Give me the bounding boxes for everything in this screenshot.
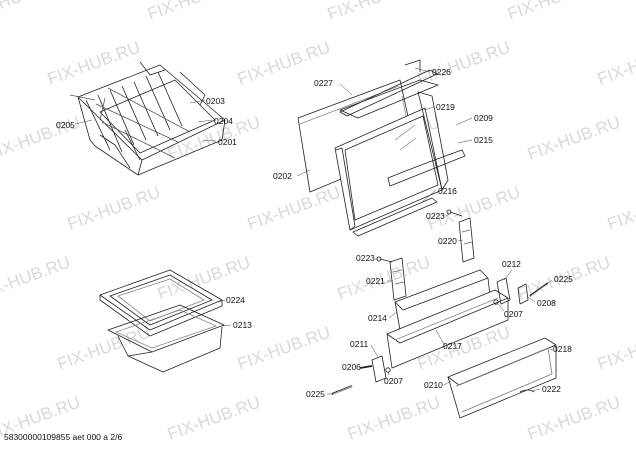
leader-0211 (370, 344, 379, 358)
leader-0207-b (387, 371, 390, 376)
label-0216: 0216 (438, 186, 457, 196)
leader-0209 (455, 117, 473, 126)
leader-0203 (189, 99, 206, 104)
label-0223-b: 0223 (356, 253, 375, 263)
label-0203: 0203 (206, 96, 225, 106)
drawer-0217 (386, 289, 509, 369)
leader-0224 (217, 299, 226, 303)
label-0217: 0217 (443, 341, 462, 351)
wire-rack (69, 61, 226, 176)
pin-0225-a (529, 282, 550, 297)
label-0201: 0201 (218, 137, 237, 147)
hinge-0220 (458, 217, 475, 263)
door-frame (339, 79, 449, 191)
leader-0202 (296, 169, 311, 177)
leader-0212 (503, 269, 513, 281)
bracket-0212 (496, 277, 511, 305)
pin-0225-b (331, 385, 353, 395)
leader-0223-a (445, 213, 450, 217)
label-0214: 0214 (368, 313, 387, 323)
label-0219: 0219 (436, 102, 455, 112)
label-0227: 0227 (314, 78, 333, 88)
label-0225-b: 0225 (306, 389, 325, 399)
screw-0207-b (385, 367, 391, 373)
leader-0227 (339, 83, 353, 96)
leader-0213 (221, 324, 232, 327)
label-0226: 0226 (432, 67, 451, 77)
label-0207-a: 0207 (504, 309, 523, 319)
label-0207-b: 0207 (384, 376, 403, 386)
leader-0225-a (545, 279, 553, 286)
label-0221: 0221 (366, 276, 385, 286)
label-0204: 0204 (214, 116, 233, 126)
leader-0216 (421, 189, 437, 203)
leader-0219 (423, 106, 435, 111)
screw-0223-b (376, 256, 393, 263)
leader-0215 (457, 139, 473, 144)
label-0210: 0210 (424, 380, 443, 390)
leader-0217 (435, 329, 446, 347)
label-0213: 0213 (233, 320, 252, 330)
leader-0205 (74, 119, 93, 125)
label-0205: 0205 (56, 120, 75, 130)
label-0212: 0212 (502, 259, 521, 269)
door-bottom-trim (352, 197, 438, 237)
hinge-0221 (389, 257, 407, 301)
leader-0201 (202, 139, 217, 142)
label-0223-a: 0223 (426, 211, 445, 221)
pin-0206 (359, 365, 373, 369)
leader-0207-a (497, 303, 505, 312)
leader-0222 (531, 388, 541, 392)
label-0215: 0215 (474, 135, 493, 145)
label-0206: 0206 (342, 362, 361, 372)
label-0220: 0220 (438, 236, 457, 246)
label-0222: 0222 (542, 384, 561, 394)
leader-0210 (443, 380, 452, 386)
label-0211: 0211 (350, 339, 369, 349)
bracket-0211 (371, 355, 387, 383)
pan-0213 (107, 304, 225, 373)
label-0224: 0224 (226, 295, 245, 305)
leader-0204 (197, 119, 213, 123)
leader-0208 (527, 296, 536, 303)
label-0209: 0209 (474, 113, 493, 123)
door-handle (387, 149, 466, 187)
label-0218: 0218 (553, 344, 572, 354)
baking-tray-0224 (99, 269, 223, 337)
leader-0218 (549, 348, 554, 351)
label-0202: 0202 (273, 171, 292, 181)
drawer-0210 (447, 337, 557, 419)
leader-0214 (388, 311, 398, 319)
door-top-trim (339, 59, 438, 117)
leader-0226 (414, 67, 431, 73)
screw-0207-a (493, 299, 499, 305)
door-glass-outer (334, 107, 443, 231)
screw-0223-a (446, 209, 463, 217)
document-footer: 58300000109855 aet 000 a 2/6 (4, 432, 123, 442)
label-0225-a: 0225 (554, 274, 573, 284)
leader-0220 (457, 239, 464, 242)
label-0208: 0208 (537, 298, 556, 308)
bracket-0208 (517, 283, 529, 305)
